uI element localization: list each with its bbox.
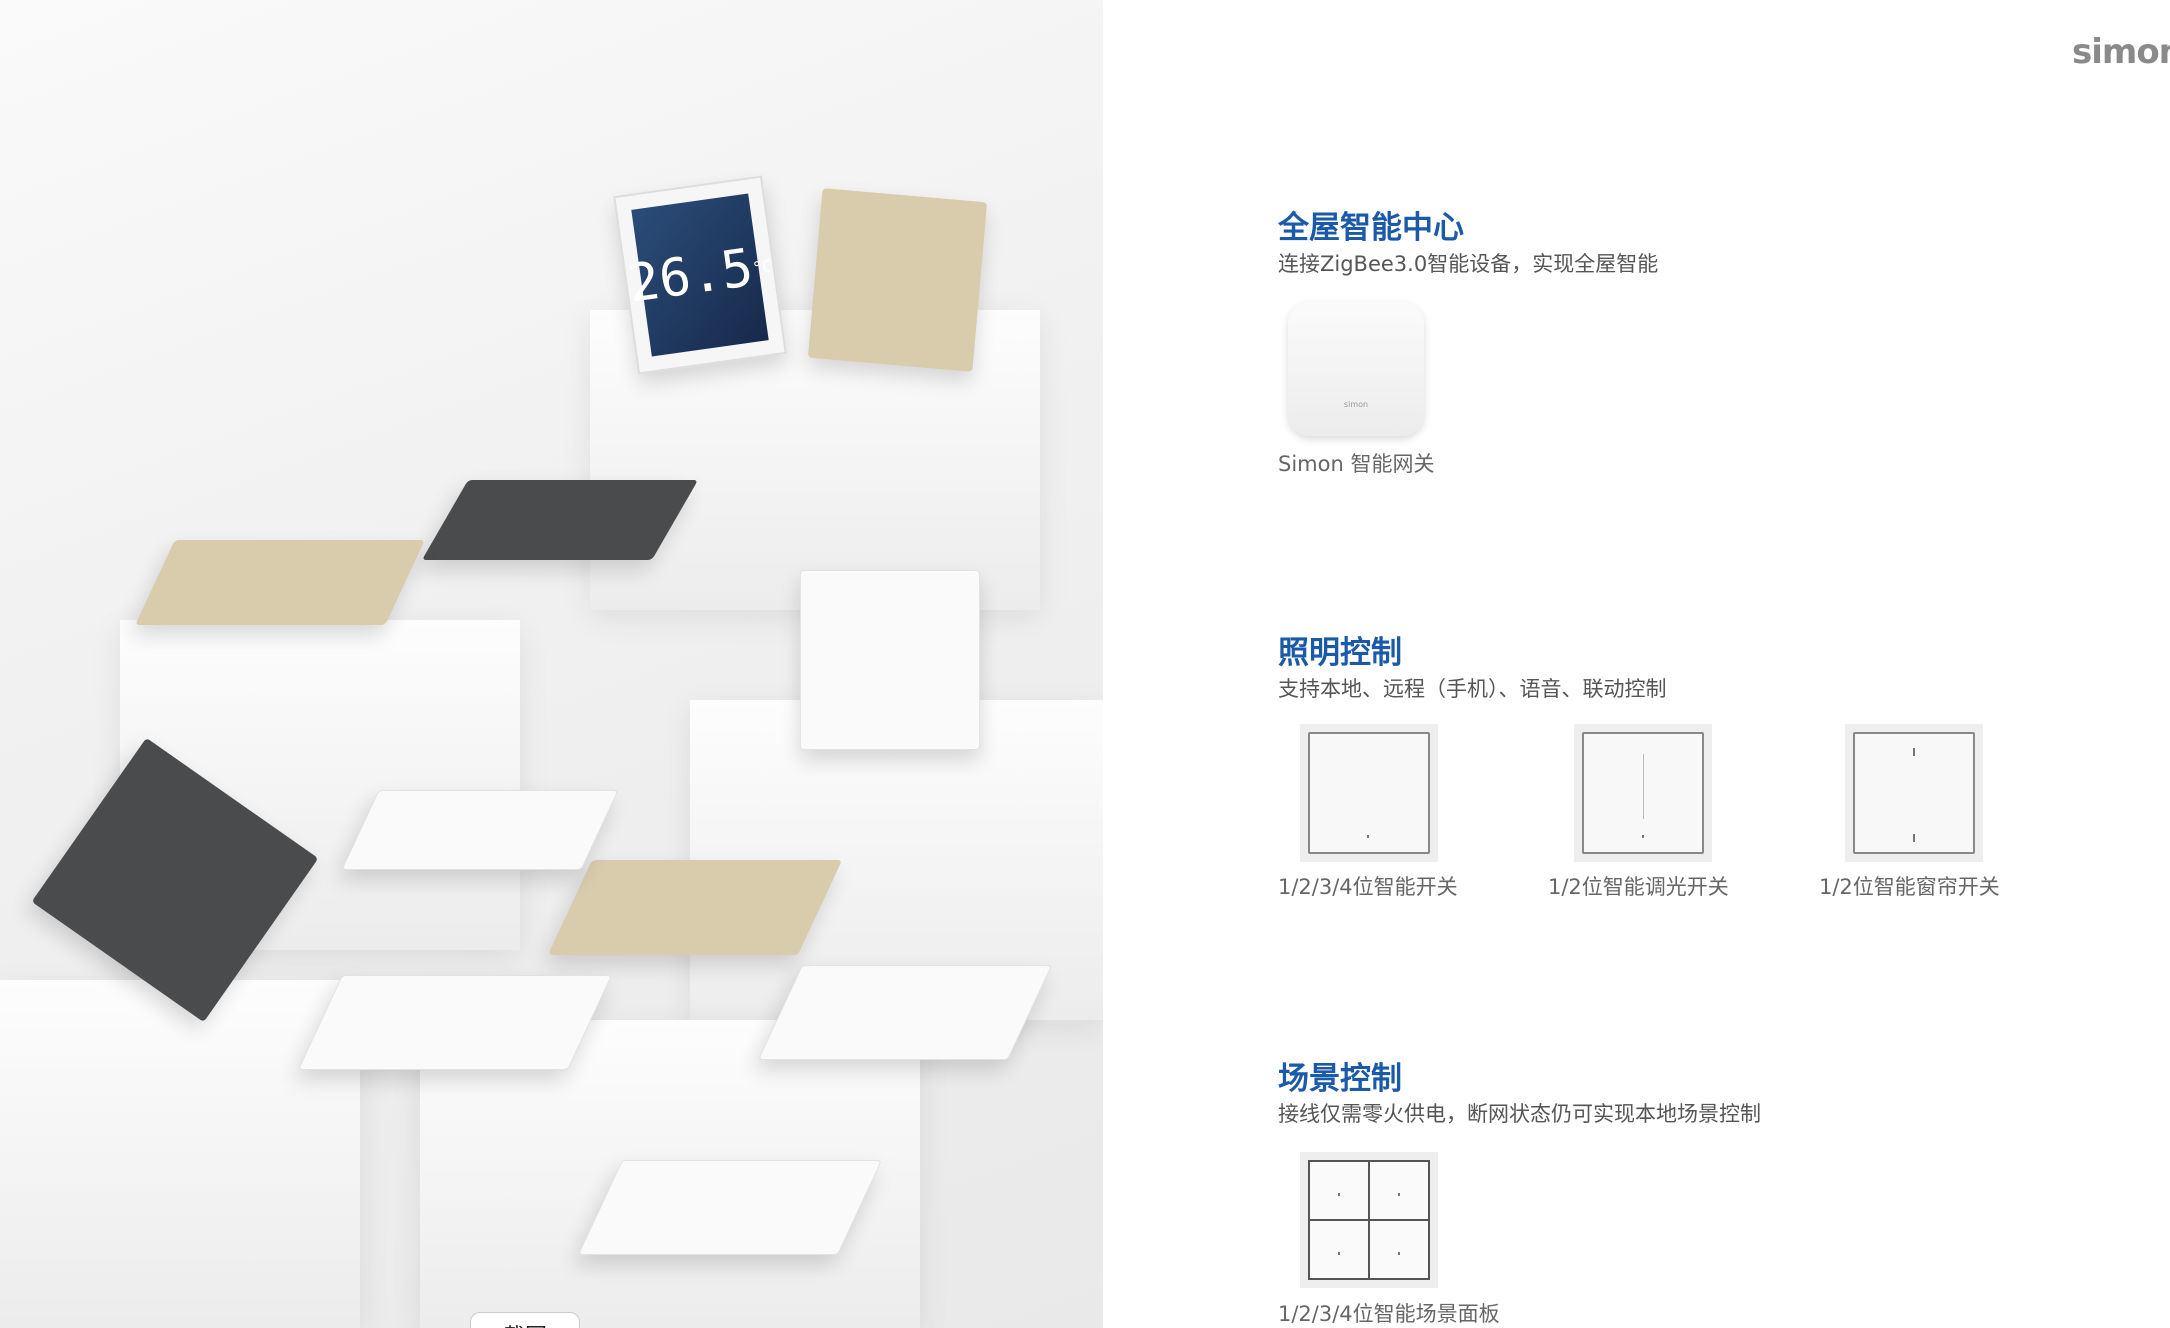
socket-panel xyxy=(800,570,980,750)
product-label: 1/2位智能窗帘开关 xyxy=(1819,875,2000,899)
product-photo: 26.5°C 截图 xyxy=(0,0,1103,1328)
scene-panel-image xyxy=(1300,1152,1438,1288)
white-panel xyxy=(757,965,1053,1060)
product-label: 1/2/3/4位智能场景面板 xyxy=(1278,1302,1500,1326)
white-panel xyxy=(341,790,619,870)
smart-switch-image xyxy=(1300,724,1438,862)
gateway-brand: simon xyxy=(1343,400,1369,409)
curtain-switch-image xyxy=(1845,724,1983,862)
gold-panel xyxy=(135,540,425,625)
gold-panel xyxy=(547,860,843,955)
product-label: Simon 智能网关 xyxy=(1278,452,1435,476)
section-title: 场景控制 xyxy=(1278,1061,1402,1097)
dimmer-switch-image xyxy=(1574,724,1712,862)
white-panel xyxy=(297,975,613,1070)
gateway-image: simon xyxy=(1288,302,1424,436)
white-panel xyxy=(577,1160,883,1255)
section-title: 照明控制 xyxy=(1278,635,1402,671)
section-subtitle: 连接ZigBee3.0智能设备，实现全屋智能 xyxy=(1278,252,1659,276)
section-title: 全屋智能中心 xyxy=(1278,210,1464,246)
thermostat-reading: 26.5 xyxy=(624,237,757,315)
section-subtitle: 接线仅需零火供电，断网状态仍可实现本地场景控制 xyxy=(1278,1102,1761,1126)
dark-panel xyxy=(421,480,699,560)
display-cube xyxy=(0,980,360,1328)
screenshot-tooltip: 截图 xyxy=(470,1312,580,1328)
thermostat-unit: °C xyxy=(751,255,773,278)
product-label: 1/2位智能调光开关 xyxy=(1548,875,1729,899)
product-label: 1/2/3/4位智能开关 xyxy=(1278,875,1458,899)
simon-logo: simon xyxy=(2072,32,2170,72)
thermostat: 26.5°C xyxy=(613,175,787,375)
section-subtitle: 支持本地、远程（手机）、语音、联动控制 xyxy=(1278,677,1667,701)
gold-panel xyxy=(807,188,988,372)
